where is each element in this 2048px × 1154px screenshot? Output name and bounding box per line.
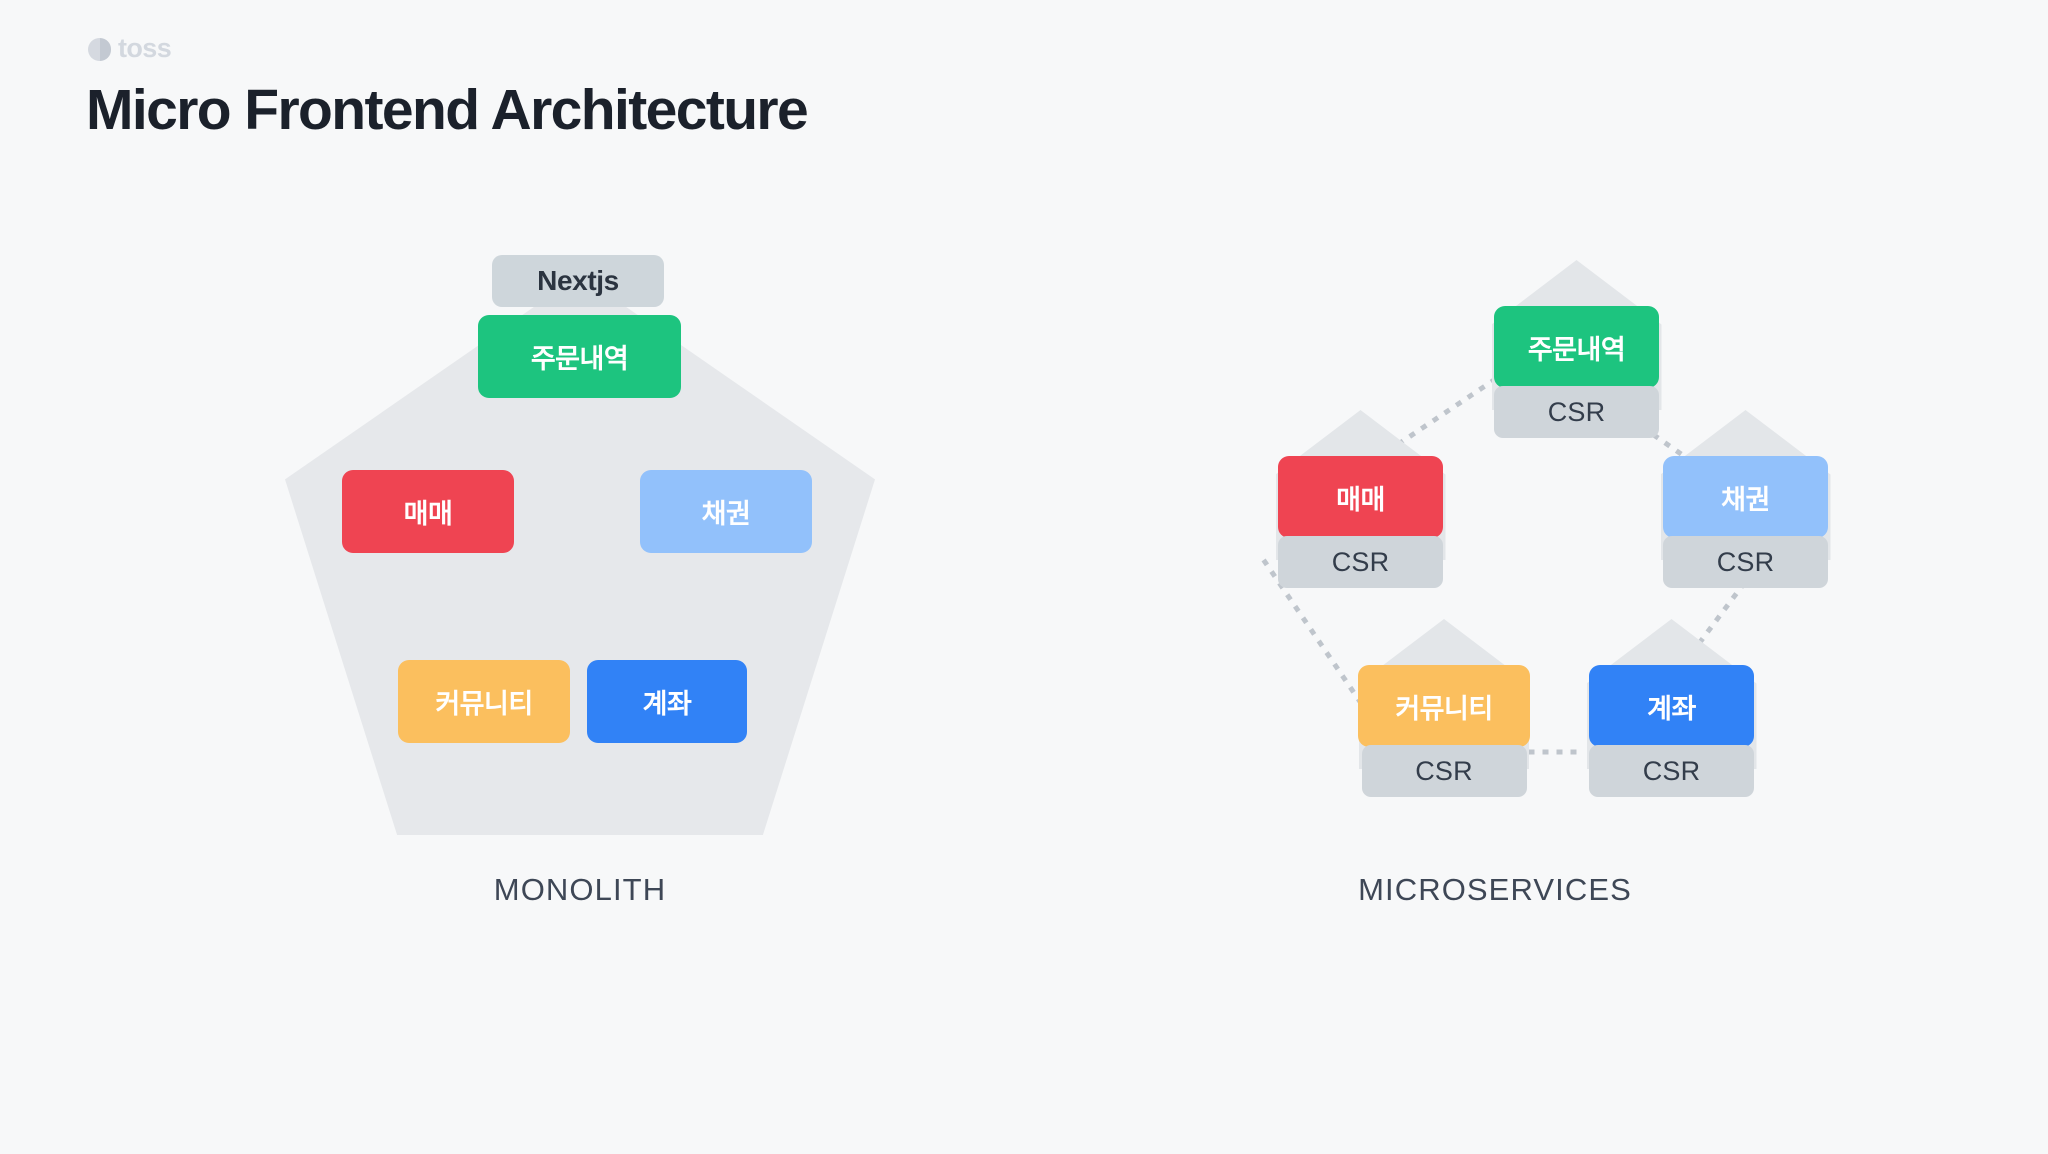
microservice-csr-badge: CSR	[1278, 536, 1443, 588]
toss-logo-left-half	[88, 37, 100, 61]
toss-logo-icon	[88, 37, 111, 61]
nextjs-framework-label: Nextjs	[492, 255, 664, 307]
microservice-chip[interactable]: 매매	[1278, 456, 1443, 538]
microservice-csr-badge: CSR	[1494, 386, 1659, 438]
monolith-module-chip[interactable]: 채권	[640, 470, 812, 553]
monolith-module-chip[interactable]: 커뮤니티	[398, 660, 570, 743]
monolith-module-chip[interactable]: 매매	[342, 470, 514, 553]
microservice-chip[interactable]: 커뮤니티	[1358, 665, 1530, 747]
toss-logo-right-half	[99, 37, 111, 61]
monolith-module-chip[interactable]: 주문내역	[478, 315, 681, 398]
microservice-csr-badge: CSR	[1361, 745, 1527, 797]
microservice-chip[interactable]: 계좌	[1589, 665, 1754, 747]
microservices-caption: MICROSERVICES	[1358, 872, 1632, 907]
microservice-chip[interactable]: 채권	[1663, 456, 1828, 538]
brand-logo: toss	[88, 32, 172, 64]
microservice-csr-badge: CSR	[1663, 536, 1828, 588]
monolith-module-chip[interactable]: 계좌	[587, 660, 747, 743]
page-title: Micro Frontend Architecture	[86, 78, 809, 142]
brand-wordmark: toss	[118, 32, 172, 63]
microservice-chip[interactable]: 주문내역	[1494, 306, 1659, 388]
monolith-caption: MONOLITH	[493, 872, 667, 907]
microservice-csr-badge: CSR	[1589, 745, 1754, 797]
